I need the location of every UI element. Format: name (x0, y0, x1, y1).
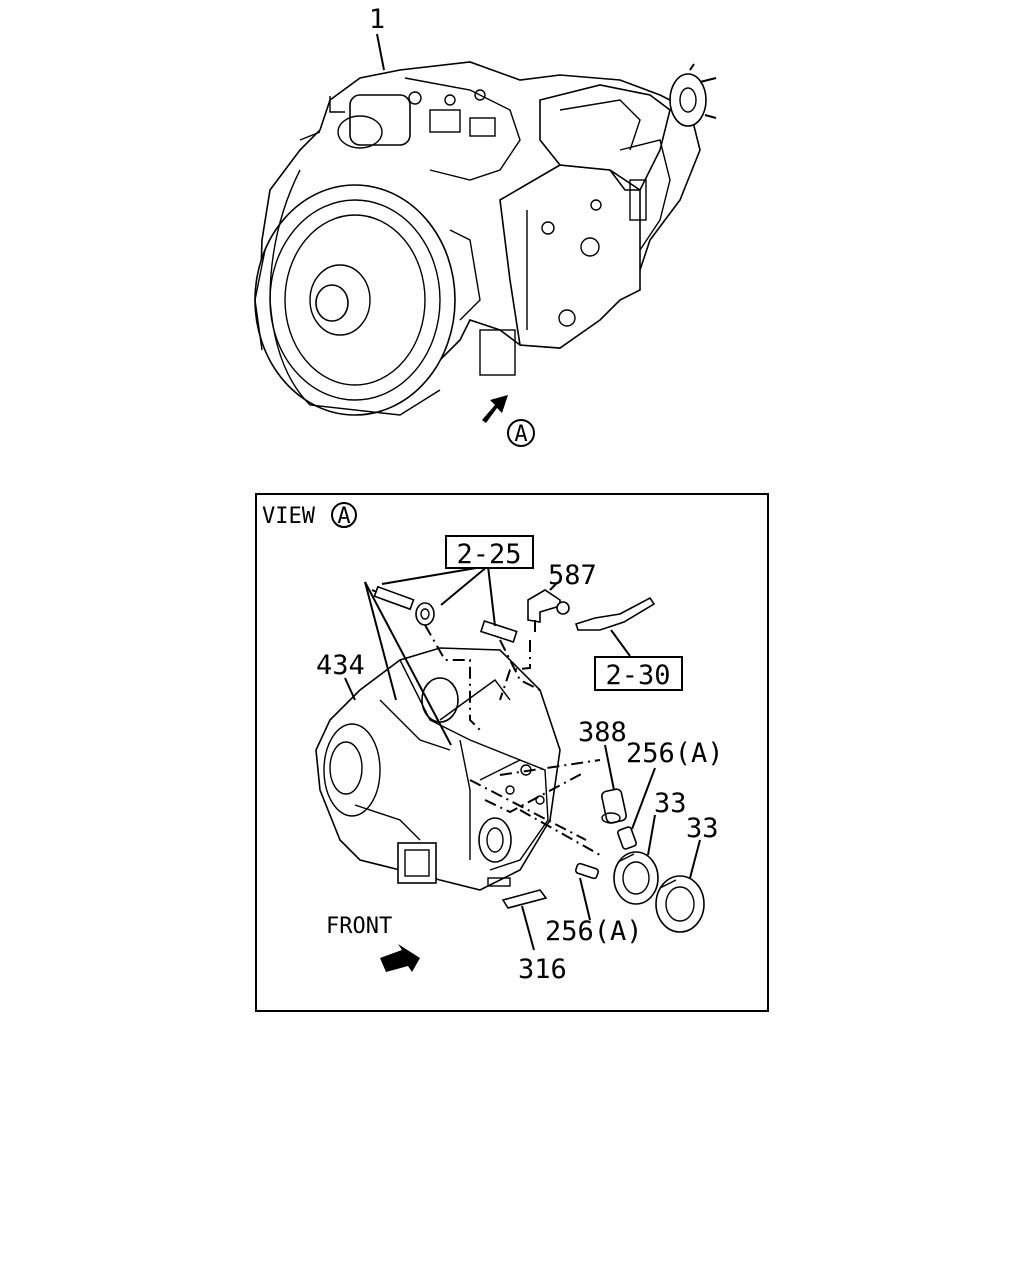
ref-box-2-30 (594, 656, 683, 691)
view-title: VIEW (262, 504, 316, 529)
ref-label-2-30: 2-30 (605, 660, 670, 691)
view-a-panel: VIEW A (255, 493, 769, 1012)
front-label: FRONT (326, 914, 392, 939)
ref-label-2-25: 2-25 (456, 539, 521, 570)
transmission-assembly-illustration: A 1 (254, 4, 717, 447)
part-label-1: 1 (369, 4, 385, 35)
view-title-marker: A (337, 504, 350, 529)
part-label-256-lower: 256(A) (545, 916, 643, 947)
part-label-33-right: 33 (686, 813, 719, 844)
view-marker-a: A (514, 422, 527, 447)
part-label-587: 587 (548, 560, 597, 591)
ref-box-2-25 (445, 535, 534, 569)
front-arrow (380, 944, 420, 972)
part-label-316: 316 (518, 954, 567, 985)
view-arrow (482, 395, 508, 423)
part-label-434: 434 (316, 650, 365, 681)
view-frame (255, 493, 769, 1012)
part-label-256-upper: 256(A) (626, 738, 724, 769)
part-label-388: 388 (578, 717, 627, 748)
part-label-33-left: 33 (654, 788, 687, 819)
